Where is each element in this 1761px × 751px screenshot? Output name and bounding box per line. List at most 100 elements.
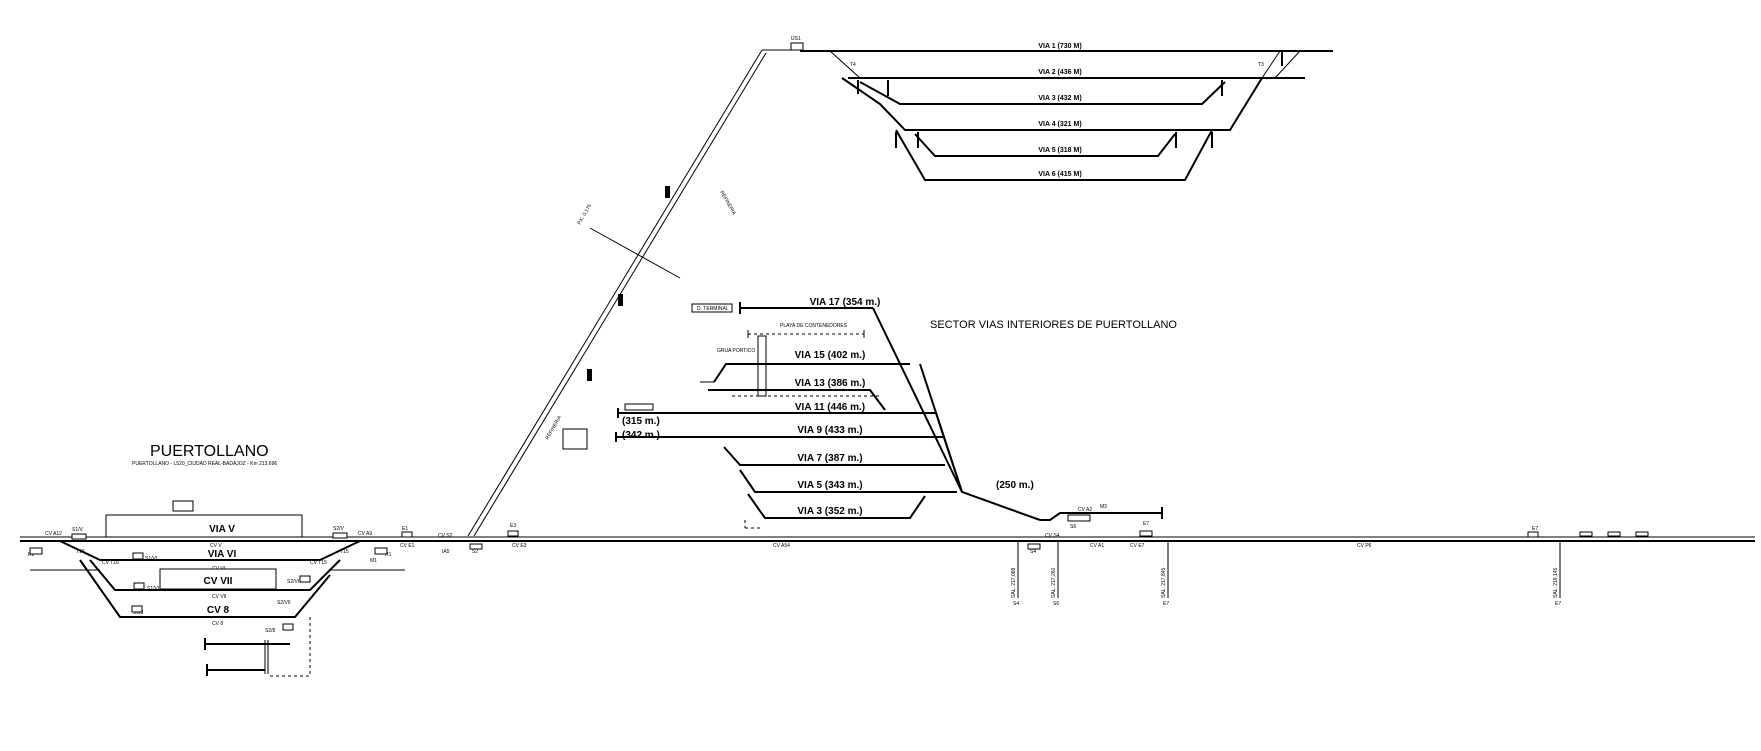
grua-box <box>757 335 767 397</box>
cv-a2: CV A2 <box>1078 507 1092 513</box>
signal-s1v: S1/V <box>72 527 84 533</box>
interior-track-7-label: VIA 7 (387 m.) <box>797 453 862 464</box>
sector-title: SECTOR VIAS INTERIORES DE PUERTOLLANO <box>930 319 1177 331</box>
platform-via-v <box>105 514 303 538</box>
signal-s1-8: S1/8 <box>133 610 144 616</box>
signal-t16: T16 <box>76 549 85 555</box>
signal-box-r1 <box>374 547 388 555</box>
interior-track-11-label: VIA 11 (446 m.) <box>795 402 865 413</box>
refinery-track-4-label: VIA 4 (321 M) <box>1038 121 1081 128</box>
signal-box-s2vi <box>299 575 311 583</box>
signal-s2v: S2/V <box>333 526 345 532</box>
len-315: (315 m.) <box>622 416 660 427</box>
junction-s6: S6 <box>1053 601 1059 607</box>
signal-box-e7 <box>1139 530 1153 537</box>
signal-box-s4 <box>1027 543 1041 550</box>
refinery-track-6-label: VIA 6 (415 M) <box>1038 171 1081 178</box>
cv-a12: CV A12 <box>45 531 62 537</box>
interior-track-15-label: VIA 15 (402 m.) <box>795 350 866 361</box>
refinery-track-1-label: VIA 1 (730 M) <box>1038 43 1081 50</box>
len-342: (342 m.) <box>622 430 660 441</box>
signal-e7b: E7 <box>1532 526 1538 532</box>
signal-t4: T4 <box>850 62 856 68</box>
signal-s2vi: S2/VI <box>287 579 299 585</box>
signal-e7: E7 <box>1143 521 1149 527</box>
via-v-label: VIA V <box>209 524 235 535</box>
distant-box-2 <box>1607 531 1621 537</box>
signal-r1: R1 <box>385 552 392 558</box>
signal-s2vii: S2/VII <box>277 600 291 606</box>
junction-e7b: E7 <box>1555 601 1561 607</box>
cv-e3: CV E3 <box>512 543 527 549</box>
cv-a54: CV A54 <box>773 543 790 549</box>
signal-box-s1-8 <box>131 605 143 613</box>
signal-s2: S2 <box>472 549 478 555</box>
sal-s4: SAL. 217,088 <box>1011 567 1017 598</box>
signal-box-s1vi <box>132 552 144 560</box>
signal-e1: E1 <box>402 526 408 532</box>
signal-box-e7b <box>1527 531 1539 538</box>
signal-box-s2-8 <box>282 623 294 631</box>
refinery-sector: US1 VIA 1 (730 M) VIA 2 (436 M) VIA 3 (4… <box>467 36 1333 537</box>
interior-track-17-label: VIA 17 (354 m.) <box>810 297 881 308</box>
branch-marker-2 <box>618 294 623 306</box>
signal-t15: T15 <box>340 549 349 555</box>
via-vi-label: VIA VI <box>208 549 237 560</box>
refinery-track-2-label: VIA 2 (436 M) <box>1038 69 1081 76</box>
signal-e3: E3 <box>510 523 516 529</box>
branch-marker <box>665 186 670 198</box>
len-250: (250 m.) <box>996 480 1034 491</box>
cv-vii-circuit: CV VII <box>212 594 226 600</box>
signal-s6: S6 <box>1070 524 1076 530</box>
signal-m3: M3 <box>1100 504 1107 510</box>
cv-s4: CV S4 <box>1045 533 1060 539</box>
signal-box-s2 <box>469 543 483 550</box>
signal-box-r2 <box>29 547 43 555</box>
playa-label: PLAYA DE CONTENEDORES <box>780 323 848 329</box>
d-terminal-label: D. TERMINAL <box>697 306 729 312</box>
interior-track-5-label: VIA 5 (343 m.) <box>797 480 862 491</box>
us1-box <box>790 42 804 51</box>
interior-track-13-label: VIA 13 (386 m.) <box>795 378 866 389</box>
sal-s6: SAL. 217,260 <box>1051 567 1057 598</box>
distant-box-1 <box>1579 531 1593 537</box>
branch-refineria: REFINERIA <box>718 190 737 217</box>
main-line: CV A12 CV V CV A9 CV E1 CV S2 CV E3 CV A… <box>20 504 1755 607</box>
signal-s2-8: S2/8 <box>265 628 276 634</box>
junction-s4: S4 <box>1013 601 1019 607</box>
sal-e7: SAL. 217,845 <box>1161 567 1167 598</box>
cv-8-label: CV 8 <box>207 605 230 616</box>
branch-refineria-2: REFINERIA <box>545 414 564 441</box>
cv-e7: CV E7 <box>1130 543 1145 549</box>
station-building-icon <box>172 500 194 512</box>
distant-box-3 <box>1635 531 1649 537</box>
signal-s4: S4 <box>1030 549 1036 555</box>
signal-m1: M1 <box>370 558 377 564</box>
branch-pk: P.K. 0,175 <box>577 203 594 226</box>
track-11-box <box>624 403 654 411</box>
cv-p6: CV P6 <box>1357 543 1372 549</box>
signal-t3: T3 <box>1258 62 1264 68</box>
refinery-track-3-label: VIA 3 (432 M) <box>1038 95 1081 102</box>
interior-sector: D. TERMINAL VIA 17 (354 m.) PLAYA DE CON… <box>615 297 1163 529</box>
signal-box-s1vii <box>133 582 145 590</box>
interior-track-9-label: VIA 9 (433 m.) <box>797 425 862 436</box>
grua-label: GRUA PORTICO <box>717 348 755 354</box>
d-terminal-box <box>691 303 733 313</box>
cv-t15: CV T15 <box>310 560 327 566</box>
cv-s2: CV S2 <box>438 533 453 539</box>
interior-signal-box <box>1067 514 1091 522</box>
junction-e7: E7 <box>1163 601 1169 607</box>
cv-t16: CV T16 <box>102 560 119 566</box>
cv-a1: CV A1 <box>1090 543 1104 549</box>
refinery-track-5-label: VIA 5 (318 M) <box>1038 147 1081 154</box>
puertollano-station: PUERTOLLANO PUERTOLLANO - L520_CIUDAD RE… <box>28 443 405 677</box>
signal-ia5: IA5 <box>442 549 450 555</box>
cabin-box <box>562 428 588 450</box>
sal-e7b: SAL. 219,145 <box>1553 567 1559 598</box>
signal-box-e1 <box>401 531 413 538</box>
interior-track-3-label: VIA 3 (352 m.) <box>797 506 862 517</box>
signal-box-s1v <box>71 533 87 540</box>
cv-8-circuit: CV 8 <box>212 621 223 627</box>
station-name: PUERTOLLANO <box>150 443 269 460</box>
